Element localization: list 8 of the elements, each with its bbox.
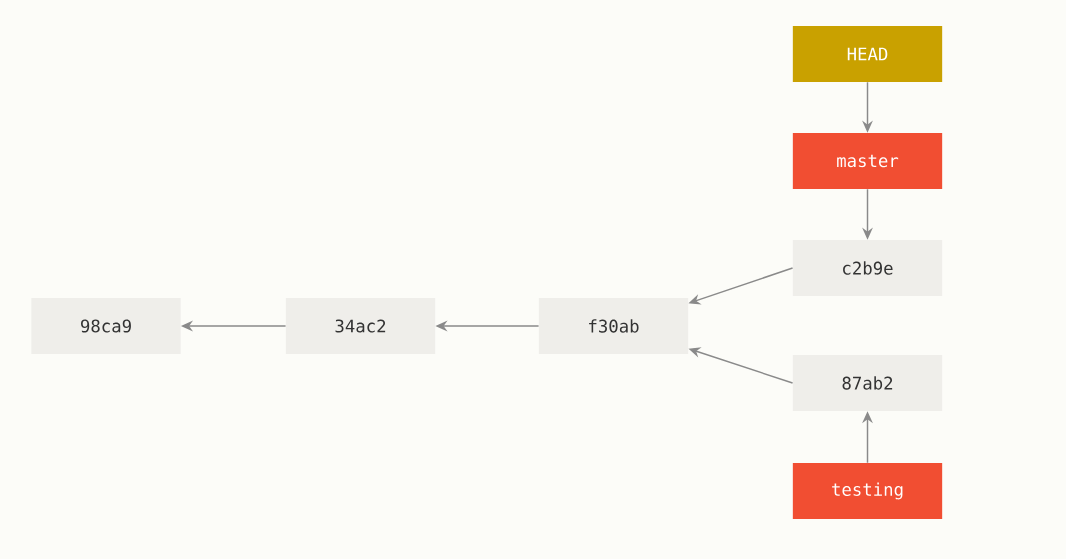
commit-box: 34ac2 — [285, 298, 436, 354]
commit-box: 98ca9 — [31, 298, 181, 354]
commit-box: 87ab2 — [792, 355, 943, 411]
branch-box: master — [792, 133, 943, 189]
commit-box: f30ab — [538, 298, 689, 354]
pointer-box: HEAD — [792, 26, 943, 82]
branch-box: testing — [792, 463, 943, 519]
commit-box: c2b9e — [792, 240, 943, 296]
